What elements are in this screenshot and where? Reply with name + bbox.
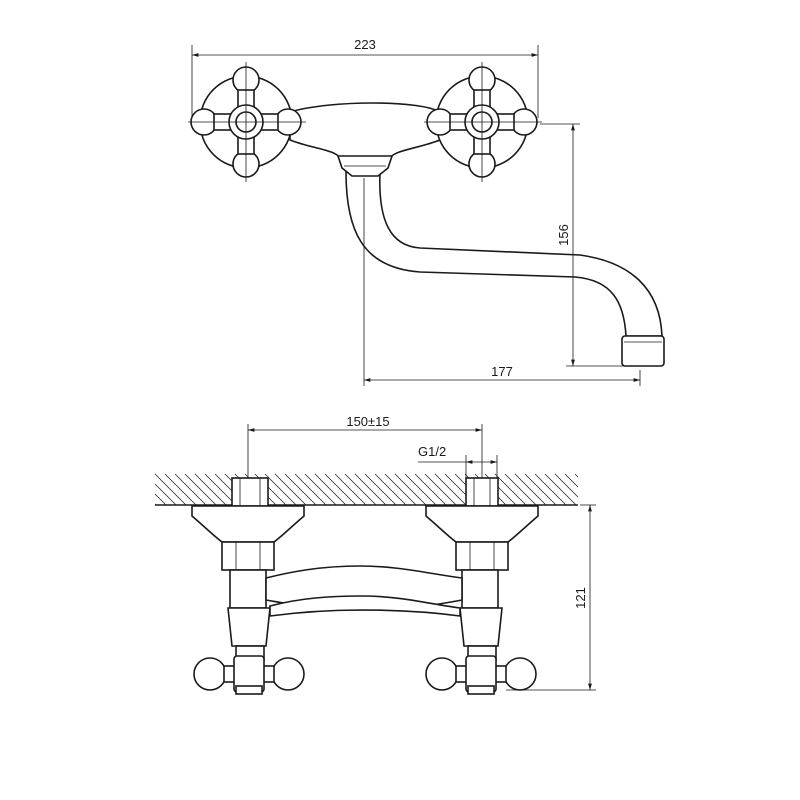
right-handle-top — [424, 62, 542, 182]
aerator — [621, 335, 665, 367]
dimension-121: 121 — [506, 504, 596, 691]
dim-thread-label: G1/2 — [418, 444, 446, 459]
mixer-body-top — [289, 102, 441, 159]
dim-inlet-spacing-label: 150±15 — [346, 414, 389, 429]
dimension-223: 223 — [191, 37, 539, 118]
spout-top-view — [345, 171, 663, 337]
right-connector-front — [425, 477, 539, 609]
dim-spout-reach-label: 177 — [491, 364, 513, 379]
dim-side-height-label: 121 — [573, 587, 588, 609]
left-valve-front — [193, 607, 305, 695]
left-connector-front — [191, 477, 305, 609]
front-view: 150±15 G1/2 121 — [154, 414, 596, 695]
dim-spout-height-label: 156 — [556, 224, 571, 246]
dimension-150: 150±15 — [247, 414, 483, 498]
mixer-lower-bar — [269, 595, 461, 617]
top-view: 223 — [188, 37, 665, 386]
left-handle-top — [188, 62, 306, 182]
wall-hatch — [154, 473, 579, 506]
dimension-177: 177 — [363, 178, 641, 386]
dimension-156: 156 — [540, 123, 640, 367]
dimension-thread: G1/2 — [418, 444, 498, 478]
dim-top-width-label: 223 — [354, 37, 376, 52]
right-valve-front — [425, 607, 537, 695]
